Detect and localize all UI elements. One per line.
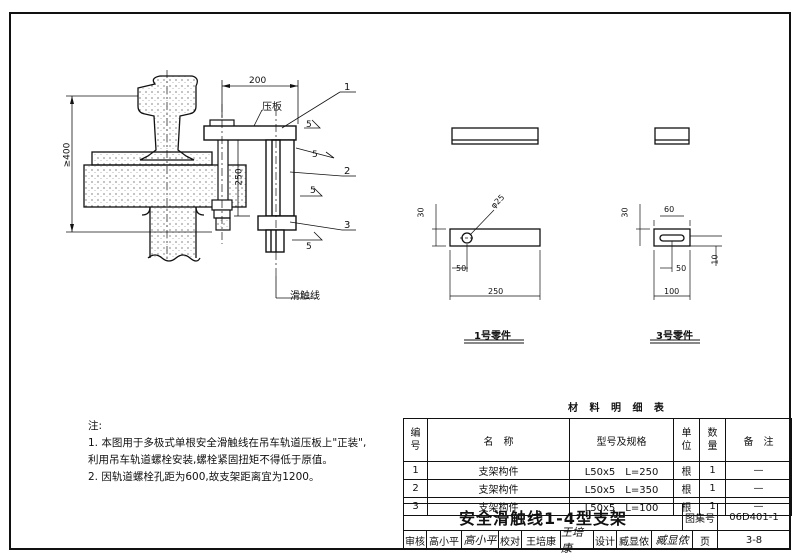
part3-dim-50: 50 [676, 264, 687, 273]
part1-title: 1号零件 [474, 331, 511, 342]
review-name: 高小平 [426, 530, 462, 550]
cell-name: 支架构件 [427, 479, 570, 498]
check-label: 校对 [498, 530, 522, 550]
notes: 注: 1. 本图用于多极式单根安全滑触线在吊车轨道压板上"正装", 利用吊车轨道… [88, 418, 366, 486]
part3-dim-30: 30 [620, 207, 630, 218]
part3-title-underline [650, 339, 700, 344]
label-trolley-wire: 滑触线 [290, 291, 320, 302]
atlas-label: 图集号 [682, 503, 718, 531]
materials-table: 编号 名 称 型号及规格 单位 数量 备 注 1 支架构件 L50x5 L=25… [403, 418, 792, 516]
callout-1: 1 [344, 82, 351, 93]
cell-remark: — [725, 497, 792, 516]
callout-3: 3 [344, 220, 351, 231]
cell-spec: L50x5 L=100 [569, 497, 674, 516]
cell-no: 2 [403, 479, 428, 498]
header-qty: 数量 [707, 428, 718, 452]
note-item: 1. 本图用于多极式单根安全滑触线在吊车轨道压板上"正装", [88, 437, 367, 449]
part3-dim-10: 10 [710, 254, 720, 265]
note-item: 2. 因轨道螺栓孔距为600,故支架距离宜为1200。 [88, 471, 320, 483]
dimension-arrows [70, 84, 298, 232]
cell-unit: 根 [673, 497, 700, 516]
part1-dim-50: 50 [456, 264, 467, 273]
cell-unit: 根 [673, 479, 700, 498]
design-name: 臧显侬 [616, 530, 652, 550]
dim-ge400: ≥400 [62, 142, 73, 168]
cell-qty: 1 [699, 461, 726, 480]
table-row: 2 支架构件 L50x5 L=350 根 1 — [403, 479, 792, 498]
weld-5-c: 5 [310, 186, 316, 196]
atlas-number: 06D401-1 [717, 503, 791, 531]
weld-5-a: 5 [306, 120, 312, 130]
cell-spec: L50x5 L=350 [569, 479, 674, 498]
title-block: 安全滑触线1-4型支架 图集号 06D401-1 审核 高小平 高小平 校对 王… [403, 503, 791, 555]
check-signature: 王培康 [560, 526, 594, 555]
drawing-frame [9, 12, 791, 550]
design-label: 设计 [593, 530, 617, 550]
label-pressure-plate: 压板 [262, 102, 282, 113]
weld-5-b: 5 [312, 150, 318, 160]
part1-dim-30: 30 [416, 207, 426, 218]
cell-remark: — [725, 479, 792, 498]
page-number: 3-8 [717, 530, 791, 550]
part3-dim-60: 60 [664, 205, 675, 214]
cell-no: 1 [403, 461, 428, 480]
note-item: 利用吊车轨道螺栓安装,螺栓紧固扭矩不得低于原值。 [88, 454, 333, 466]
bracket-assembly [203, 125, 297, 253]
table-row: 3 支架构件 L50x5 L=100 根 1 — [403, 497, 792, 516]
header-no: 编号 [410, 428, 421, 452]
cell-unit: 根 [673, 461, 700, 480]
header-remark: 备 注 [725, 418, 792, 462]
cell-no: 3 [403, 497, 428, 516]
rail-section [137, 75, 198, 161]
part3-title: 3号零件 [656, 331, 693, 342]
weld-5-d: 5 [306, 242, 312, 252]
cell-qty: 1 [699, 479, 726, 498]
review-signature: 高小平 [461, 530, 499, 550]
drawing-title: 安全滑触线1-4型支架 [403, 503, 683, 531]
cell-name: 支架构件 [427, 461, 570, 480]
table-row: 1 支架构件 L50x5 L=250 根 1 — [403, 461, 792, 480]
check-name: 王培康 [521, 530, 561, 550]
review-label: 审核 [403, 530, 427, 550]
part1-title-underline [464, 339, 524, 344]
page-label: 页 [692, 530, 718, 550]
header-spec: 型号及规格 [569, 418, 674, 462]
materials-title: 材 料 明 细 表 [568, 403, 668, 414]
part-top-views [451, 127, 690, 145]
notes-heading: 注: [88, 420, 103, 432]
design-signature: 臧显侬 [651, 530, 693, 550]
header-unit: 单位 [681, 428, 692, 452]
part3-view [653, 228, 691, 247]
callout-2: 2 [344, 166, 351, 177]
part1-dim-250: 250 [488, 287, 504, 296]
cell-remark: — [725, 461, 792, 480]
cell-spec: L50x5 L=250 [569, 461, 674, 480]
header-name: 名 称 [427, 418, 570, 462]
dim-200: 200 [249, 76, 267, 86]
part3-dim-100: 100 [664, 287, 680, 296]
table-header-row: 编号 名 称 型号及规格 单位 数量 备 注 [403, 418, 792, 462]
part1-view [449, 228, 541, 247]
dim-250-vertical: 250 [234, 168, 245, 186]
